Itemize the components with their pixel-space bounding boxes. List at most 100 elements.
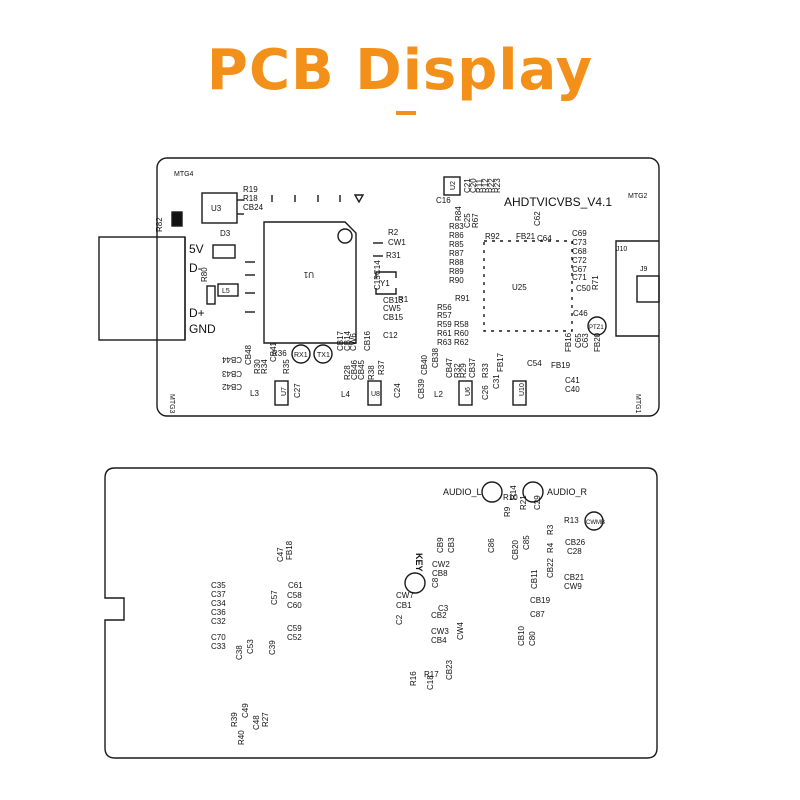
top-silk-r22: R22	[487, 178, 496, 193]
top-silk-cb48: CB48	[244, 344, 253, 365]
top-silk-r38: R38	[367, 365, 376, 380]
top-silk-r32: R32	[453, 363, 462, 378]
usb-connector	[98, 236, 186, 341]
bottom-silk-cb22: CB22	[546, 557, 555, 578]
bottom-silk-c37: C37	[211, 590, 226, 599]
top-silk-r67: R67	[471, 213, 480, 228]
u1-chip	[263, 221, 357, 344]
top-silk-c72: C72	[572, 256, 587, 265]
u6-chip	[458, 380, 473, 406]
top-silk-c63: C63	[581, 333, 590, 348]
top-silk-cb39: CB39	[417, 378, 426, 399]
top-silk-r85: R85	[449, 240, 464, 249]
bottom-silk-c47: C47	[276, 547, 285, 562]
bottom-silk-r17: R17	[424, 670, 439, 679]
u25-chip	[483, 240, 573, 332]
top-silk-c26: C26	[481, 385, 490, 400]
audio-r-label: AUDIO_R	[547, 487, 588, 497]
top-silk-cb46: CB46	[350, 359, 359, 380]
top-silk-cb16: CB16	[363, 330, 372, 351]
top-silk-fb17: FB17	[496, 352, 505, 372]
pin-dminus: D-	[189, 261, 202, 275]
top-silk-fb20: FB20	[593, 332, 602, 352]
bottom-silk-c52: C52	[287, 633, 302, 642]
top-silk-c24: C24	[393, 383, 402, 398]
top-silk-r83: R83	[449, 222, 464, 231]
top-silk-r1: R1	[398, 295, 409, 304]
top-silk-r31: R31	[386, 251, 401, 260]
page-title: PCB Display	[206, 38, 594, 103]
bottom-silk-c80: C80	[528, 631, 537, 646]
top-silk-cb13: CB13	[383, 296, 404, 305]
bottom-silk-cb26: CB26	[565, 538, 586, 547]
ptz1-label: PTZ1	[589, 325, 604, 331]
audio-l-pad	[481, 481, 503, 503]
ptz1-led	[587, 316, 607, 336]
top-board-silkscreen: R19R18CB24R82D3R80C16R11R12R22R23C21C20R…	[155, 178, 602, 400]
top-silk-r56: R56	[437, 303, 452, 312]
bottom-silk-c38: C38	[235, 645, 244, 660]
rx1-led	[291, 344, 311, 364]
u3-label: U3	[211, 204, 222, 213]
top-silk-l4: L4	[341, 390, 350, 399]
bottom-silk-c34: C34	[211, 599, 226, 608]
bottom-silk-cb9: CB9	[436, 537, 445, 553]
top-silk-r89: R89	[449, 267, 464, 276]
top-silk-r19: R19	[243, 185, 258, 194]
model-label: AHDTVICVBS_V4.1	[504, 195, 612, 209]
top-silk-r82: R82	[155, 217, 164, 232]
mtg3-label: MTG3	[168, 394, 175, 414]
bottom-silk-cw7: CW7	[396, 591, 414, 600]
board-labels: AHDTVICVBS_V4.1 5V D- D+ GND U1 U25 U3 U…	[168, 171, 648, 572]
u1-label: U1	[303, 270, 314, 279]
top-silk-c46: C46	[573, 309, 588, 318]
top-silk-r11: R11	[475, 178, 484, 193]
top-silk-r30: R30	[253, 359, 262, 374]
top-silk-r71: R71	[591, 275, 600, 290]
top-silk-cb37: CB37	[468, 357, 477, 378]
bottom-silk-r39: R39	[230, 712, 239, 727]
top-silk-l2: L2	[434, 390, 443, 399]
bottom-silk-c49: C49	[241, 703, 250, 718]
top-silk-c73: C73	[572, 238, 587, 247]
top-silk-cb45: CB45	[357, 359, 366, 380]
top-silk-cb41: CB41	[269, 341, 278, 362]
top-silk-cb42: CB42	[221, 382, 242, 391]
top-silk-d3: D3	[220, 229, 231, 238]
bottom-silk-c60: C60	[287, 601, 302, 610]
title-underline	[396, 111, 416, 115]
u10-chip	[512, 380, 527, 406]
top-silk-cb43: CB43	[221, 369, 242, 378]
bottom-silk-c3: C3	[438, 604, 449, 613]
top-silk-r63: R63	[437, 338, 452, 347]
bottom-silk-c35: C35	[211, 581, 226, 590]
bottom-silk-r13: R13	[564, 516, 579, 525]
top-silk-r2: R2	[388, 228, 399, 237]
bottom-silk-c87: C87	[530, 610, 545, 619]
bottom-silk-fb18: FB18	[285, 540, 294, 560]
bottom-silk-cb8: CB8	[432, 569, 448, 578]
pin-gnd: GND	[189, 322, 216, 336]
top-silk-r18: R18	[243, 194, 258, 203]
bottom-silk-c58: C58	[287, 591, 302, 600]
top-silk-c21: C21	[463, 178, 472, 193]
top-silk-c40: C40	[565, 385, 580, 394]
top-silk-cb17: CB17	[336, 330, 345, 351]
top-silk-r28: R28	[343, 365, 352, 380]
j10-connector	[615, 240, 659, 337]
top-silk-c65: C65	[574, 333, 583, 348]
bottom-silk-c2: C2	[395, 614, 404, 625]
tx1-label: TX1	[317, 352, 330, 359]
u6-label: U6	[465, 387, 472, 396]
top-silk-r36: R36	[272, 349, 287, 358]
top-silk-r57: R57	[437, 311, 452, 320]
top-silk-r37: R37	[377, 360, 386, 375]
bottom-silk-c28: C28	[567, 547, 582, 556]
bottom-silk-r21: R21	[519, 495, 528, 510]
top-silk-r34: R34	[260, 359, 269, 374]
u2-chip	[443, 176, 461, 196]
bottom-silk-cw2: CW2	[432, 560, 450, 569]
top-silk-c50: C50	[576, 284, 591, 293]
cwmb-label: CWMB	[586, 520, 605, 526]
